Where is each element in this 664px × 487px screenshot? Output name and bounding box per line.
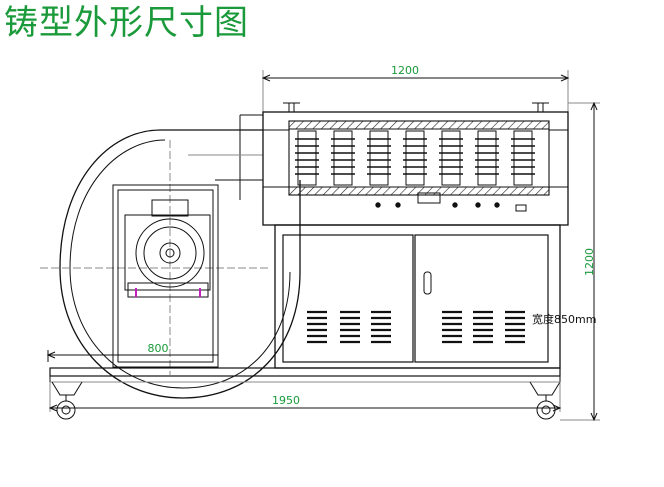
- heater-element: [439, 130, 463, 186]
- vent-group: [442, 310, 462, 344]
- knob: [375, 202, 381, 208]
- knob: [475, 202, 481, 208]
- right-dimension-line: [560, 101, 600, 422]
- knob: [452, 202, 458, 208]
- vent-group: [505, 310, 525, 344]
- motor-dimension-line: [46, 350, 219, 362]
- motor-frame: [112, 184, 219, 368]
- control-knobs: [375, 202, 500, 208]
- wheel-left: [51, 381, 83, 420]
- top-dimension-line: [261, 70, 570, 112]
- vent-slots: [307, 310, 525, 344]
- heater-element: [403, 130, 427, 186]
- heater-element: [475, 130, 499, 186]
- wheel-right: [529, 381, 561, 420]
- top-dimension-label: 1200: [391, 64, 419, 77]
- heater-element: [511, 130, 535, 186]
- bottom-dimension-line: [48, 382, 562, 412]
- base-frame: [49, 367, 561, 383]
- knob: [395, 202, 401, 208]
- heater-element: [331, 130, 355, 186]
- vent-group: [307, 310, 327, 344]
- right-dimension-label: 1200: [583, 248, 596, 276]
- knob: [494, 202, 500, 208]
- depth-label: 宽度850mm: [532, 312, 596, 326]
- cabinet: [274, 224, 561, 369]
- vent-group: [371, 310, 391, 344]
- heater-elements: [295, 130, 535, 186]
- motor-dimension-label: 800: [148, 342, 169, 355]
- heater-element: [367, 130, 391, 186]
- heater-section: [262, 102, 569, 226]
- vent-group: [473, 310, 493, 344]
- bottom-dimension-label: 1950: [272, 394, 300, 407]
- heater-element: [295, 130, 319, 186]
- vent-group: [340, 310, 360, 344]
- page-title: 铸型外形尺寸图: [4, 3, 249, 43]
